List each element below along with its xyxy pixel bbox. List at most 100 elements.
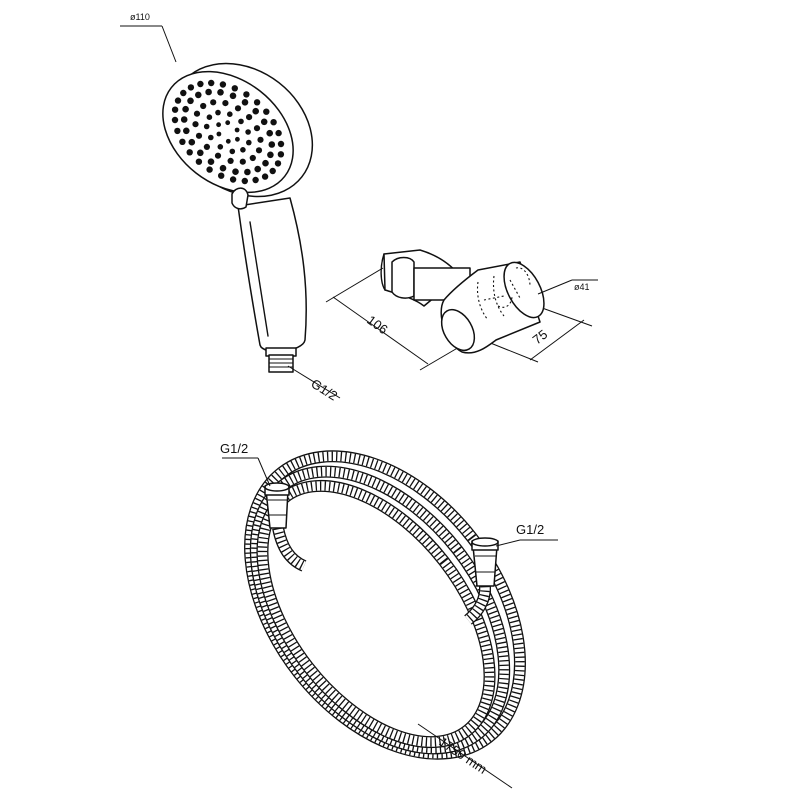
- spray-hole: [252, 107, 259, 115]
- holder-diameter-callout: ø41: [537, 279, 598, 295]
- spray-hole: [174, 127, 181, 135]
- hose-tail: [464, 585, 490, 624]
- spray-hole: [203, 123, 210, 130]
- spray-hole: [182, 105, 189, 113]
- spray-hole: [225, 120, 231, 126]
- spray-hole: [180, 89, 187, 97]
- spray-hole: [252, 176, 259, 184]
- spray-hole: [222, 100, 229, 107]
- hose-loop: [257, 481, 495, 747]
- spray-hole: [195, 158, 203, 165]
- spray-hole: [210, 99, 217, 106]
- spray-hole: [244, 168, 251, 176]
- spray-hole: [262, 159, 269, 167]
- spray-hole: [243, 91, 250, 98]
- spray-hole: [240, 147, 246, 153]
- hand-shower-diameter-callout: ø110: [120, 12, 177, 63]
- spray-hole: [229, 176, 237, 183]
- spray-hole: [216, 131, 222, 137]
- spray-hole: [275, 129, 282, 137]
- spray-hole: [180, 116, 188, 123]
- shower-hose: G1/2 G1/2 1750 mm: [220, 441, 558, 789]
- spray-hole: [207, 158, 215, 165]
- spray-hole: [225, 138, 231, 144]
- spray-hole: [238, 118, 244, 125]
- spray-hole: [179, 138, 186, 145]
- spray-hole: [217, 144, 224, 150]
- spray-hole: [227, 111, 233, 117]
- spray-hole: [260, 118, 268, 126]
- holder-height-label: 75: [530, 327, 551, 348]
- spray-hole: [197, 149, 204, 157]
- hose-left-connector: [264, 482, 290, 529]
- hose-loop: [251, 466, 509, 754]
- spray-hole: [274, 160, 282, 167]
- spray-holes: [171, 79, 285, 185]
- spray-hole: [174, 97, 182, 104]
- spray-hole: [206, 166, 213, 173]
- spray-hole: [171, 106, 179, 113]
- spray-hole: [241, 177, 248, 185]
- hand-shower-thread-callout: G1/2: [287, 365, 340, 404]
- spray-hole: [234, 127, 240, 133]
- hose-coils: [244, 450, 526, 760]
- spray-hole: [215, 109, 221, 116]
- spray-hole: [187, 84, 195, 91]
- shower-head-face: [162, 70, 294, 194]
- spray-hole: [219, 81, 227, 88]
- spray-hole: [255, 147, 263, 154]
- spray-hole: [253, 125, 261, 132]
- spray-hole: [218, 172, 225, 179]
- holder-hidden-lines: [476, 267, 531, 321]
- spray-hole: [229, 148, 236, 155]
- spray-hole: [270, 119, 277, 126]
- mode-button: [231, 187, 249, 210]
- hose-right-connector: [471, 537, 499, 587]
- hand-shower-thread-label: G1/2: [308, 376, 340, 404]
- spray-hole: [188, 138, 196, 146]
- spray-hole: [277, 151, 285, 158]
- spray-hole: [249, 154, 256, 162]
- spray-hole: [235, 136, 240, 142]
- spray-hole: [195, 91, 202, 99]
- spray-hole: [205, 88, 212, 96]
- spray-hole: [186, 149, 193, 156]
- spray-hole: [245, 129, 251, 135]
- spray-hole: [183, 127, 190, 135]
- handle-highlight: [249, 221, 269, 337]
- hand-shower: [162, 62, 314, 373]
- spray-hole: [257, 136, 264, 143]
- spray-hole: [219, 164, 227, 172]
- spray-hole: [241, 99, 249, 106]
- spray-hole: [217, 89, 224, 96]
- spray-hole: [200, 102, 207, 110]
- hand-shower-diameter-label: ø110: [130, 12, 150, 22]
- spray-hole: [254, 165, 261, 173]
- hose-right-thread-label: G1/2: [516, 522, 544, 537]
- spray-hole: [261, 173, 269, 180]
- spray-hole: [269, 167, 276, 175]
- spray-hole: [197, 80, 204, 88]
- spray-hole: [192, 121, 199, 128]
- spray-hole: [253, 99, 261, 106]
- wall-holder: 106 75 ø41: [325, 249, 598, 371]
- spray-hole: [203, 143, 210, 150]
- spray-hole: [277, 140, 285, 148]
- spray-hole: [268, 141, 276, 148]
- spray-hole: [214, 152, 222, 159]
- spray-hole: [246, 139, 252, 146]
- spray-hole: [239, 158, 246, 165]
- spray-hole: [266, 129, 274, 137]
- spray-hole: [193, 110, 201, 117]
- holder-cradle-end: [503, 261, 545, 319]
- hose-tail: [273, 526, 307, 571]
- hose-left-thread-callout: G1/2: [220, 441, 271, 487]
- spray-hole: [234, 105, 242, 112]
- hose-right-thread-callout: G1/2: [495, 522, 558, 547]
- spray-hole: [171, 116, 179, 124]
- holder-cradle-opening: [440, 308, 476, 352]
- spray-hole: [187, 97, 194, 105]
- spray-hole: [208, 134, 214, 141]
- hand-shower-handle: [237, 197, 307, 353]
- spray-hole: [229, 92, 237, 100]
